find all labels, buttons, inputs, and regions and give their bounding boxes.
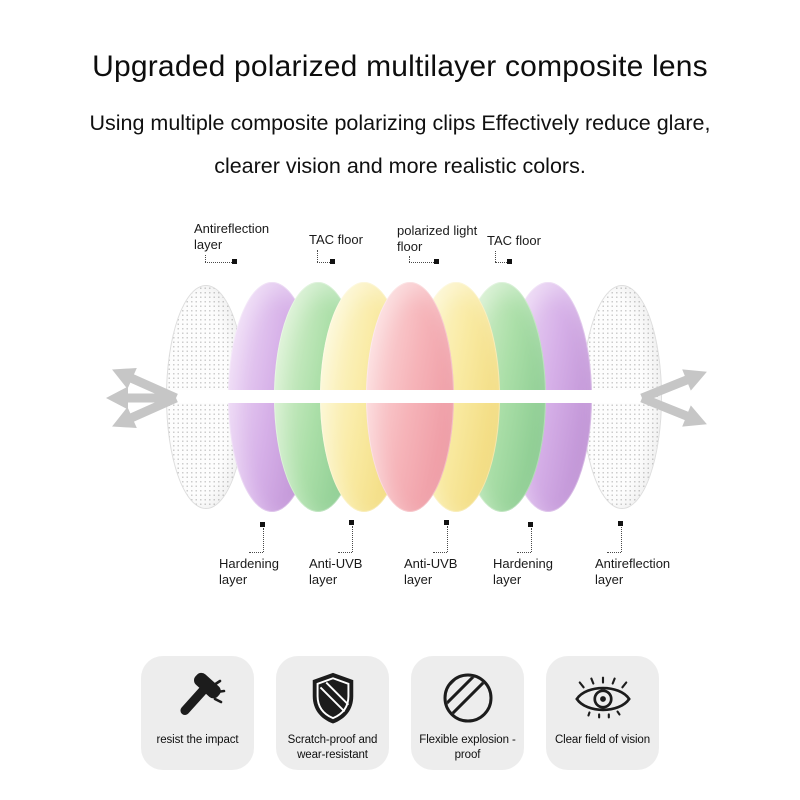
feature-card-clear-vision: Clear field of vision	[546, 656, 659, 770]
feature-card-scratch-proof: Scratch-proof and wear-resistant	[276, 656, 389, 770]
label-hardening-right: Hardening layer	[493, 556, 553, 587]
explosion-proof-icon	[440, 668, 496, 728]
feature-label: Scratch-proof and wear-resistant	[287, 734, 378, 761]
label-polarized: polarized light floor	[397, 223, 478, 254]
subtitle-line-1: Using multiple composite polarizing clip…	[89, 111, 711, 135]
feature-label: Flexible explosion -proof	[419, 734, 516, 761]
page-subtitle: Using multiple composite polarizing clip…	[0, 102, 800, 188]
feature-card-impact: resist the impact	[141, 656, 254, 770]
lens-axis-gap	[168, 390, 654, 403]
hammer-icon	[170, 668, 226, 728]
feature-cards: resist the impact Scratch-proof and wear…	[0, 656, 800, 770]
feature-card-explosion-proof: Flexible explosion -proof	[411, 656, 524, 770]
light-arrows-right-icon	[640, 369, 707, 427]
subtitle-line-2: clearer vision and more realistic colors…	[214, 154, 586, 178]
light-arrows-left-icon	[106, 367, 178, 429]
label-antireflection-top: Antireflection layer	[194, 221, 270, 252]
label-hardening-left: Hardening layer	[219, 556, 279, 587]
label-anti-uvb-right: Anti-UVB layer	[404, 556, 458, 587]
page-title: Upgraded polarized multilayer composite …	[92, 50, 708, 83]
label-anti-uvb-left: Anti-UVB layer	[309, 556, 363, 587]
feature-label: Clear field of vision	[554, 734, 651, 746]
label-tac-right: TAC floor	[487, 233, 541, 248]
feature-label: resist the impact	[156, 734, 239, 746]
shield-icon	[306, 668, 360, 728]
label-antireflection-bottom: Antireflection layer	[595, 556, 671, 587]
label-tac-left: TAC floor	[309, 232, 363, 247]
eye-icon	[572, 668, 634, 728]
